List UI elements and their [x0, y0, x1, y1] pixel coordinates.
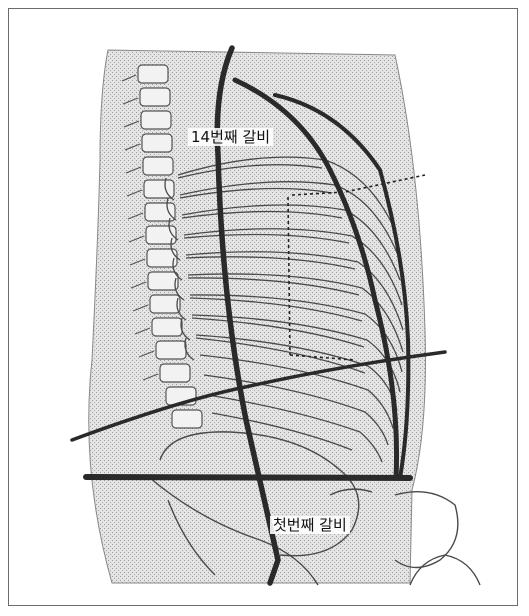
label-rib-14: 14번째 갈비 — [188, 128, 273, 146]
label-rib-1: 첫번째 갈비 — [270, 516, 350, 534]
